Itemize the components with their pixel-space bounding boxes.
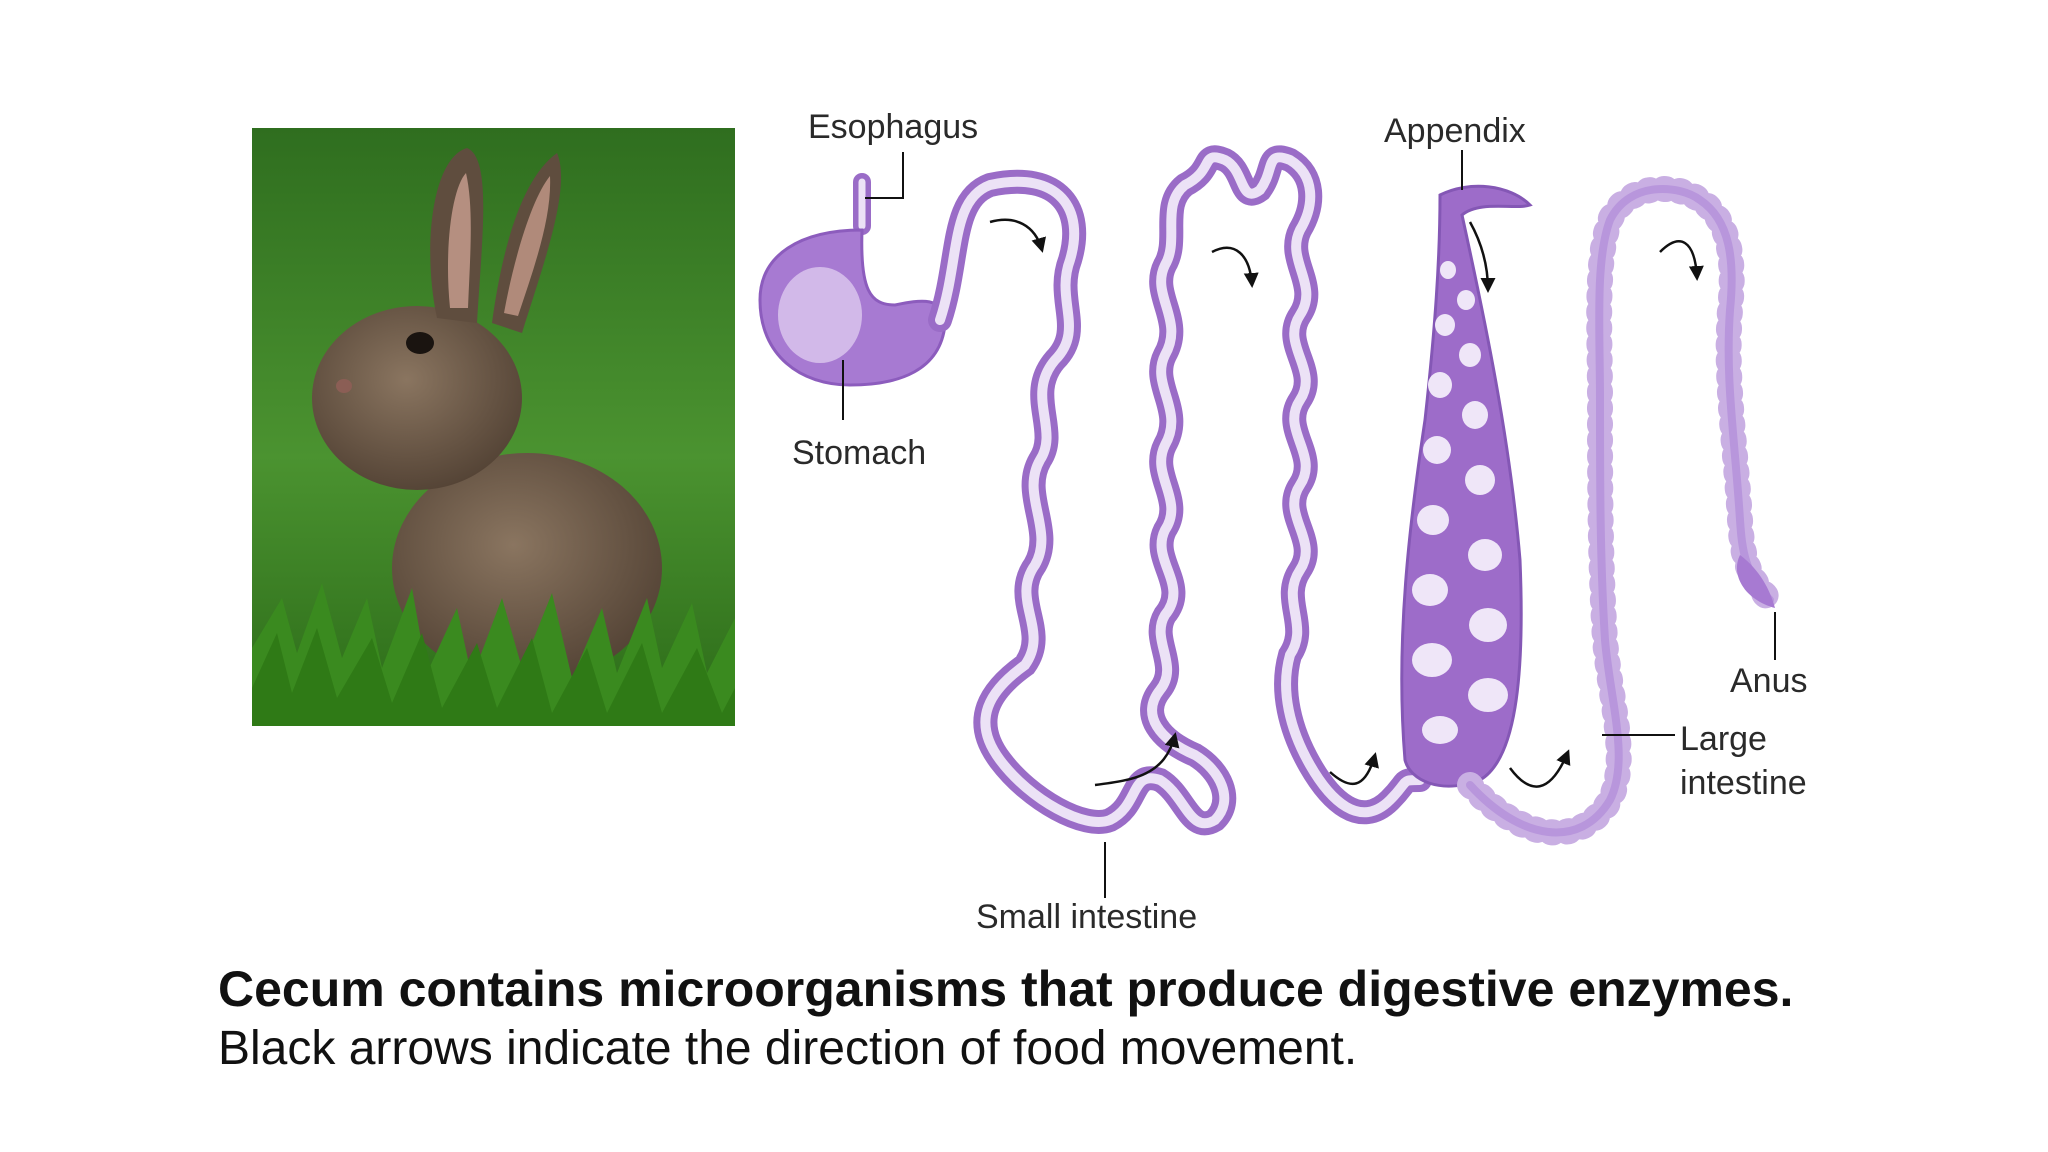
digestive-tract-diagram: Esophagus Stomach Appendix Small intesti… [758,108,1808,936]
label-stomach: Stomach [792,434,926,472]
label-large-intestine-line2: intestine [1680,764,1807,802]
arrow-7 [1508,749,1571,788]
arrow-4 [1659,240,1704,281]
label-small-intestine: Small intestine [976,898,1197,936]
cecum-shape [1400,184,1533,788]
arrow-1 [989,218,1046,253]
caption: Cecum contains microorganisms that produ… [218,958,1918,1080]
small-intestine-tube [928,145,1432,836]
arrow-5 [1094,732,1180,787]
label-leader-lines [842,150,1776,898]
label-anus: Anus [1730,662,1808,700]
caption-plain: Black arrows indicate the direction of f… [218,1022,1358,1075]
arrow-3 [1468,221,1496,293]
food-direction-arrows [989,218,1704,788]
label-appendix: Appendix [1384,112,1526,150]
label-esophagus: Esophagus [808,108,978,146]
large-intestine-tube [1457,176,1783,846]
caption-bold: Cecum contains microorganisms that produ… [218,961,1794,1017]
arrow-6 [1329,752,1379,786]
rabbit-photo [252,128,735,726]
label-large-intestine-line1: Large [1680,720,1767,758]
arrow-2 [1211,246,1259,288]
